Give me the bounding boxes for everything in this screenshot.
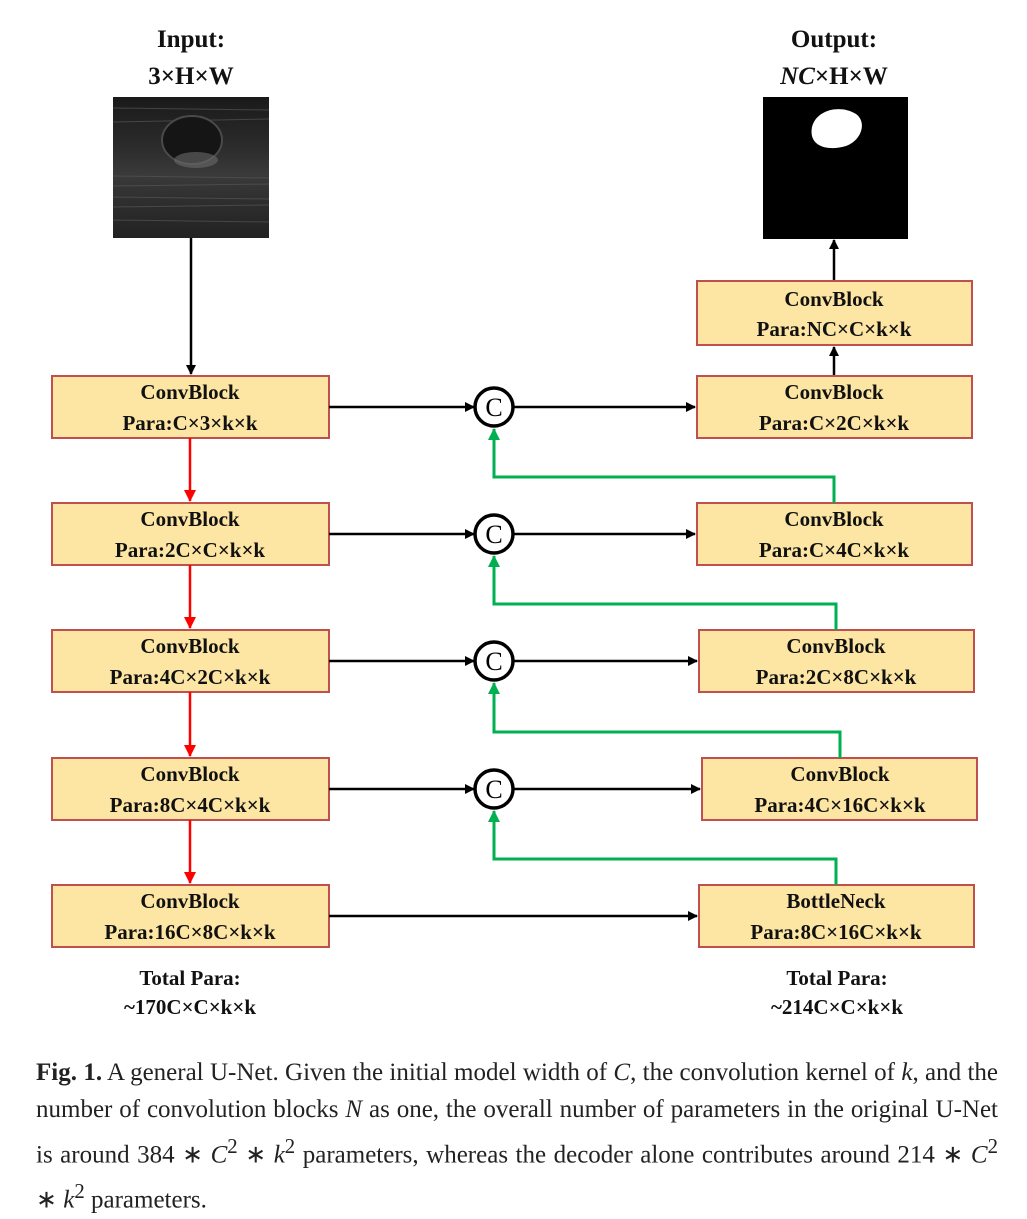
block-name: ConvBlock <box>140 889 240 913</box>
unet-diagram: Input: 3×H×W Output: NC×H×W ConvBlock Pa… <box>51 26 978 1019</box>
encoder-block: ConvBlock Para:8C×4C×k×k <box>51 757 330 821</box>
encoder-total-value: ~170C×C×k×k <box>124 995 256 1019</box>
caption-var: N <box>345 1096 363 1123</box>
block-name: ConvBlock <box>786 634 886 658</box>
upsample-path <box>488 555 838 630</box>
caption-text: parameters. <box>84 1186 207 1214</box>
block-para: Para:16C×8C×k×k <box>104 920 276 944</box>
concat-node: C <box>473 640 515 682</box>
caption-text: as one, the overall number of parameters… <box>36 1096 998 1169</box>
bottleneck-block: BottleNeck Para:8C×16C×k×k <box>698 884 975 948</box>
caption-text: ∗ <box>237 1141 274 1169</box>
concat-symbol: C <box>485 647 502 676</box>
block-para: Para:8C×16C×k×k <box>750 920 922 944</box>
block-para: Para:4C×2C×k×k <box>110 665 271 689</box>
upsample-path <box>488 682 842 758</box>
upsample-path <box>488 428 836 503</box>
caption-sup: 2 <box>74 1179 85 1204</box>
encoder-total-title: Total Para: <box>139 966 240 990</box>
decoder-total-title: Total Para: <box>786 966 887 990</box>
concat-symbol: C <box>485 520 502 549</box>
caption-label: Fig. 1. <box>36 1059 103 1086</box>
block-name: ConvBlock <box>784 380 884 404</box>
caption-sup: 2 <box>987 1134 998 1158</box>
output-shape-suffix: ×H×W <box>815 63 888 90</box>
block-para: Para:8C×4C×k×k <box>110 793 271 817</box>
caption-var: k <box>63 1186 75 1214</box>
block-para: Para:2C×C×k×k <box>115 538 266 562</box>
caption-var: C <box>210 1141 228 1169</box>
concat-node: C <box>473 513 515 555</box>
decoder-block: ConvBlock Para:C×4C×k×k <box>696 502 973 566</box>
block-name: ConvBlock <box>784 287 884 311</box>
output-shape-prefix: NC <box>779 63 815 90</box>
decoder-block: ConvBlock Para:C×2C×k×k <box>696 375 973 439</box>
output-shape: NC×H×W <box>779 63 888 90</box>
block-name: BottleNeck <box>786 889 885 913</box>
block-name: ConvBlock <box>790 762 890 786</box>
block-name: ConvBlock <box>140 507 240 531</box>
input-title: Input: <box>157 26 225 53</box>
caption-text: , the convolution kernel of <box>630 1059 902 1086</box>
caption-text: parameters, whereas the decoder alone co… <box>295 1141 971 1169</box>
figure-caption: Fig. 1. A general U-Net. Given the initi… <box>36 1054 998 1219</box>
block-para: Para:C×2C×k×k <box>759 411 910 435</box>
block-para: Para:C×3×k×k <box>122 411 257 435</box>
block-para: Para:C×4C×k×k <box>759 538 910 562</box>
caption-var: k <box>273 1141 285 1169</box>
decoder-block: ConvBlock Para:4C×16C×k×k <box>701 757 978 821</box>
input-shape: 3×H×W <box>148 63 233 90</box>
caption-sup: 2 <box>227 1134 238 1158</box>
concat-symbol: C <box>485 393 502 422</box>
concat-symbol: C <box>485 775 502 804</box>
caption-text: , and the number of convolution blocks <box>36 1059 999 1123</box>
block-para: Para:4C×16C×k×k <box>754 793 926 817</box>
output-title: Output: <box>791 26 877 53</box>
decoder-block: ConvBlock Para:2C×8C×k×k <box>698 629 975 693</box>
output-mask-image <box>763 97 908 239</box>
block-name: ConvBlock <box>784 507 884 531</box>
decoder-total-value: ~214C×C×k×k <box>771 995 903 1019</box>
encoder-block: ConvBlock Para:2C×C×k×k <box>51 502 330 566</box>
upsample-path <box>488 810 838 885</box>
caption-text: A general U-Net. Given the initial model… <box>102 1059 614 1086</box>
caption-var: C <box>613 1059 631 1086</box>
concat-node: C <box>473 768 515 810</box>
block-para: Para:2C×8C×k×k <box>756 665 917 689</box>
block-name: ConvBlock <box>140 380 240 404</box>
caption-var: k <box>901 1059 913 1086</box>
concat-node: C <box>473 386 515 428</box>
final-conv-block: ConvBlock Para:NC×C×k×k <box>696 280 973 346</box>
encoder-block: ConvBlock Para:16C×8C×k×k <box>51 884 330 948</box>
caption-var: C <box>970 1141 988 1169</box>
caption-text: ∗ <box>36 1186 64 1214</box>
block-para: Para:NC×C×k×k <box>757 317 912 341</box>
block-name: ConvBlock <box>140 634 240 658</box>
encoder-block: ConvBlock Para:C×3×k×k <box>51 375 330 439</box>
block-name: ConvBlock <box>140 762 240 786</box>
input-ultrasound-image <box>112 97 270 238</box>
encoder-block: ConvBlock Para:4C×2C×k×k <box>51 629 330 693</box>
caption-sup: 2 <box>284 1134 296 1158</box>
